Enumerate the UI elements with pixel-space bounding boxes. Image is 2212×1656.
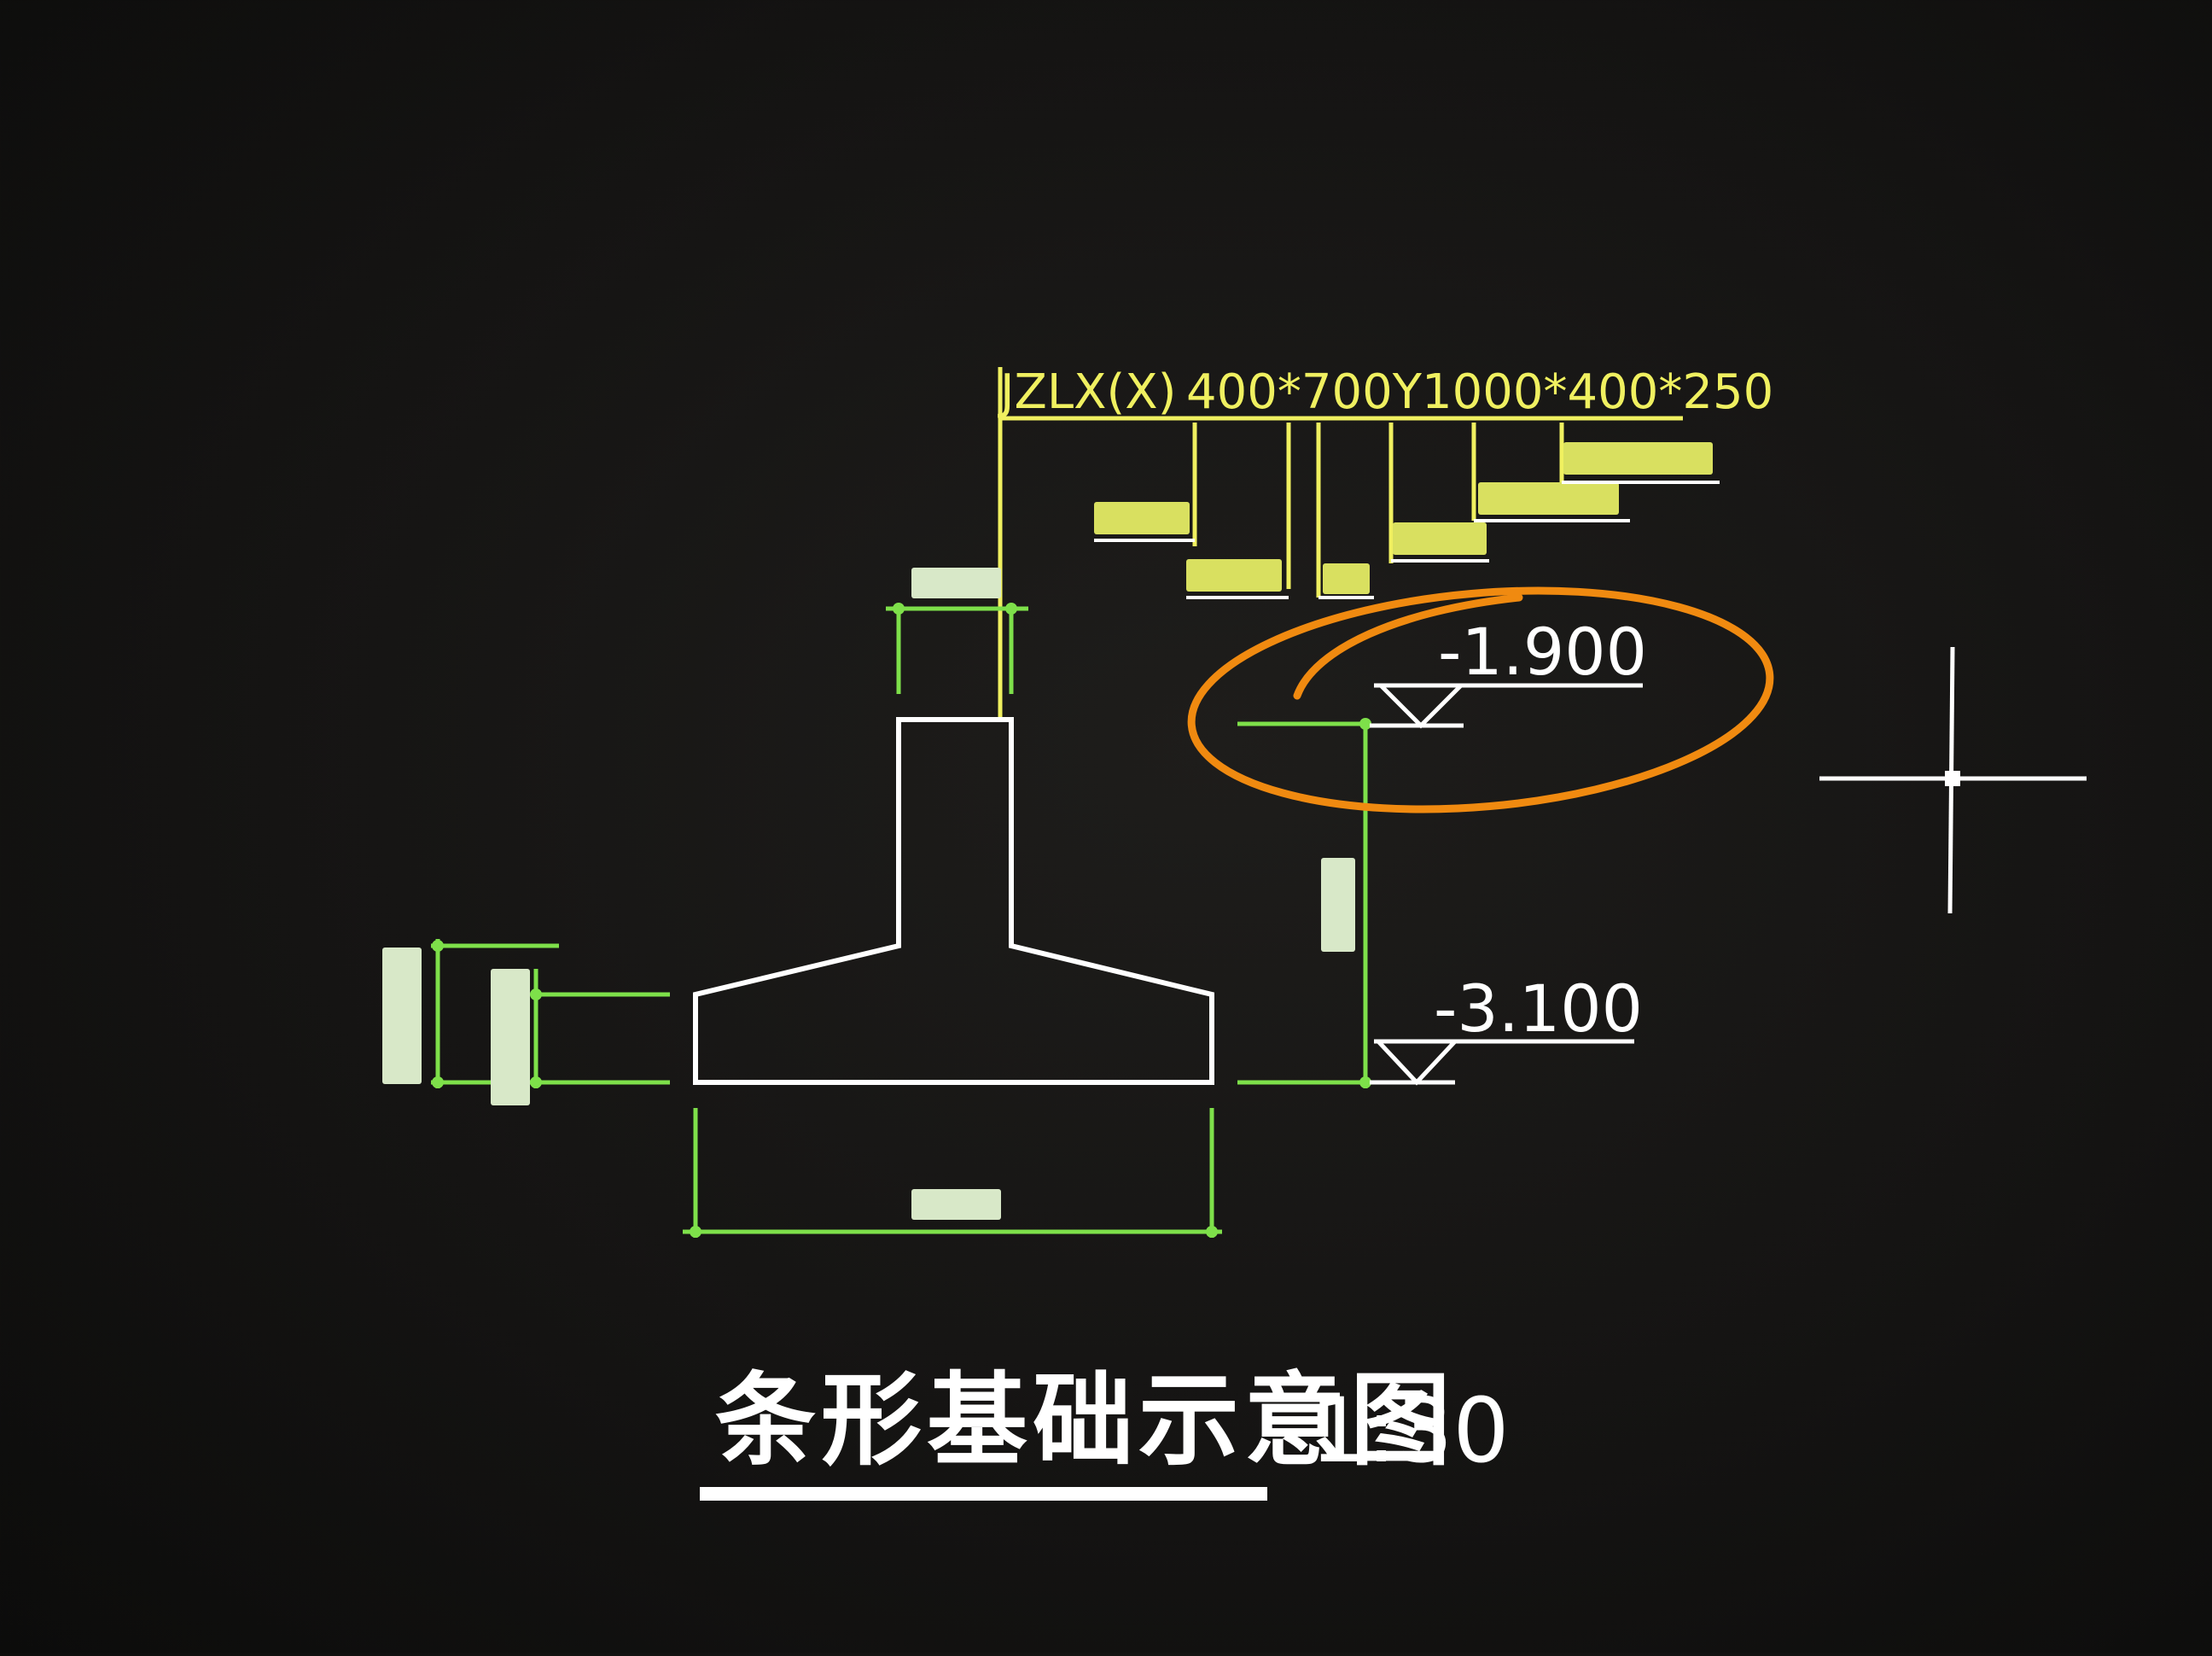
dimension-lines bbox=[431, 606, 1370, 1238]
elevation-marker-top bbox=[1370, 683, 1643, 729]
dim-text-mark bbox=[382, 948, 422, 1084]
crosshair-cursor-icon bbox=[1819, 646, 2087, 914]
dimension-text-marks bbox=[382, 568, 1355, 1220]
drawing-scale: 1:30 bbox=[1310, 1379, 1510, 1483]
beam-code: JZLX(X) bbox=[998, 364, 1177, 420]
beam-spec: 400*700Y1000*400*250 bbox=[1186, 364, 1773, 420]
foundation-outline bbox=[693, 717, 1214, 1085]
sublabel-mark bbox=[1478, 482, 1619, 515]
sublabel-mark bbox=[1186, 559, 1282, 592]
sublabel-mark bbox=[1393, 522, 1487, 555]
elevation-top-label: -1.900 bbox=[1438, 614, 1647, 690]
sublabel-mark bbox=[1094, 502, 1190, 534]
beam-label-leader bbox=[998, 367, 1683, 717]
highlight-circle bbox=[1187, 586, 1774, 813]
dim-text-mark bbox=[491, 969, 530, 1105]
dim-text-mark bbox=[911, 568, 1001, 598]
elevation-bottom-label: -3.100 bbox=[1434, 971, 1643, 1047]
dim-text-mark bbox=[1321, 858, 1355, 952]
sublabel-mark bbox=[1323, 563, 1370, 594]
beam-sublabel-marks bbox=[1094, 442, 1713, 594]
drawing-title: 条形基础示意图 bbox=[715, 1362, 1456, 1479]
beam-sublabel-underlines bbox=[1094, 481, 1720, 599]
dimension-ticks bbox=[432, 603, 1371, 1238]
dim-text-mark bbox=[911, 1189, 1001, 1220]
sublabel-mark bbox=[1563, 442, 1713, 475]
elevation-marker-bottom bbox=[1370, 1039, 1634, 1086]
